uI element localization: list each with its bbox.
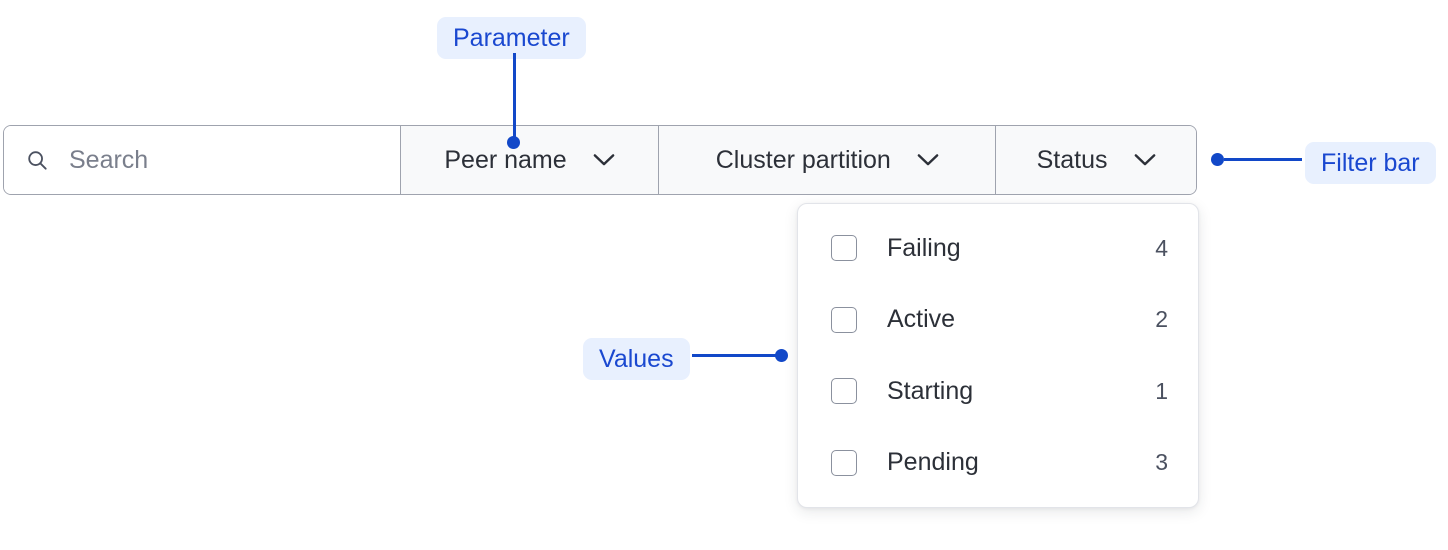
chevron-down-icon <box>593 154 615 166</box>
list-item[interactable]: Active 2 <box>831 298 1168 342</box>
checkbox-active[interactable] <box>831 306 857 333</box>
filter-button-cluster-partition-label: Cluster partition <box>715 145 891 174</box>
search-icon <box>28 151 47 170</box>
filter-bar: Peer name Cluster partition Status <box>3 125 1197 195</box>
list-item-count: 1 <box>1155 377 1168 404</box>
list-item-label: Pending <box>887 448 979 477</box>
list-item[interactable]: Pending 3 <box>831 441 1168 485</box>
filter-button-status[interactable]: Status <box>996 126 1196 194</box>
checkbox-starting[interactable] <box>831 378 857 405</box>
checkbox-pending[interactable] <box>831 449 857 476</box>
list-item-label: Active <box>887 305 956 334</box>
checkbox-failing[interactable] <box>831 235 857 261</box>
list-item[interactable]: Failing 4 <box>831 226 1168 270</box>
list-item-count: 2 <box>1155 306 1168 333</box>
annotation-label-parameter: Parameter <box>437 17 586 59</box>
annotation-label-values: Values <box>583 338 690 380</box>
annotation-dot-values <box>775 349 788 362</box>
list-item-label: Failing <box>887 233 961 262</box>
annotation-connector-values <box>692 354 778 357</box>
chevron-down-icon <box>1134 154 1155 166</box>
filter-button-status-label: Status <box>1036 145 1108 174</box>
chevron-down-icon <box>917 154 939 166</box>
filter-button-peer-name[interactable]: Peer name <box>400 126 660 194</box>
filter-button-peer-name-label: Peer name <box>444 145 567 174</box>
list-item-label: Starting <box>887 376 974 405</box>
annotation-dot-filter-bar <box>1211 153 1224 166</box>
annotation-label-filter-bar: Filter bar <box>1305 142 1436 184</box>
list-item[interactable]: Starting 1 <box>831 369 1168 413</box>
annotation-connector-parameter <box>513 53 516 142</box>
annotation-dot-parameter <box>507 136 520 149</box>
list-item-count: 4 <box>1155 234 1168 261</box>
search-field[interactable] <box>4 126 401 194</box>
list-item-count: 3 <box>1155 449 1168 476</box>
search-input[interactable] <box>69 145 369 175</box>
filter-button-cluster-partition[interactable]: Cluster partition <box>659 126 997 194</box>
dropdown-panel: Failing 4 Active 2 Starting 1 Pending 3 <box>797 203 1199 508</box>
annotation-connector-filter-bar <box>1224 158 1302 161</box>
